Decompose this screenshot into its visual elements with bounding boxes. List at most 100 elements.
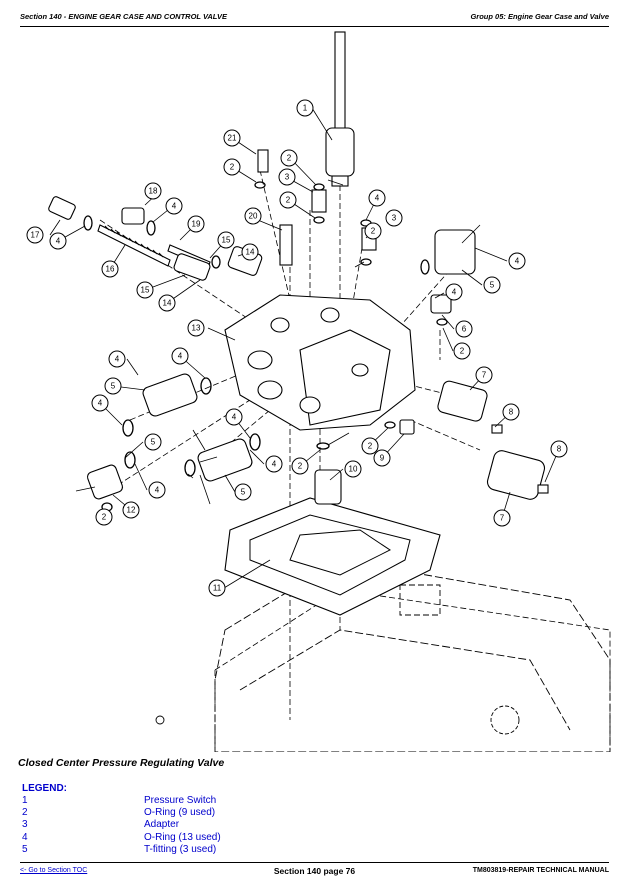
header-rule [20, 26, 609, 27]
svg-text:4: 4 [172, 202, 177, 211]
svg-text:3: 3 [392, 214, 397, 223]
figure-caption: Closed Center Pressure Regulating Valve [18, 757, 225, 769]
callout-19: 19 [187, 215, 205, 233]
callout-8: 8 [550, 440, 568, 458]
page-number: Section 140 page 76 [273, 866, 356, 876]
callout-2: 2 [291, 457, 309, 475]
callout-1: 1 [296, 99, 314, 117]
svg-text:2: 2 [287, 154, 292, 163]
svg-text:20: 20 [249, 212, 258, 221]
svg-text:9: 9 [380, 454, 385, 463]
callout-4: 4 [445, 283, 463, 301]
callout-14: 14 [158, 294, 176, 312]
callout-18: 18 [144, 182, 162, 200]
svg-text:2: 2 [460, 347, 465, 356]
svg-text:21: 21 [228, 134, 237, 143]
svg-text:4: 4 [98, 399, 103, 408]
svg-text:16: 16 [106, 265, 115, 274]
callout-14: 14 [241, 243, 259, 261]
svg-text:17: 17 [31, 231, 40, 240]
section-title: Section 140 - ENGINE GEAR CASE AND CONTR… [20, 12, 227, 21]
callout-4: 4 [165, 197, 183, 215]
svg-text:2: 2 [286, 196, 291, 205]
svg-text:4: 4 [115, 355, 120, 364]
svg-text:7: 7 [500, 514, 505, 523]
legend-item-description: O-Ring (9 used) [144, 807, 216, 819]
callout-16: 16 [101, 260, 119, 278]
svg-text:18: 18 [149, 187, 158, 196]
callout-3: 3 [385, 209, 403, 227]
svg-text:5: 5 [490, 281, 495, 290]
callout-4: 4 [108, 350, 126, 368]
callout-20: 20 [244, 207, 262, 225]
svg-text:19: 19 [192, 220, 201, 229]
svg-text:3: 3 [285, 173, 290, 182]
legend-item-number: 2 [22, 807, 28, 819]
callout-7: 7 [475, 366, 493, 384]
svg-text:1: 1 [303, 104, 308, 113]
callout-labels: 1 2 2 2 2 2 2 2 2 3 3 4 4 4 4 4 4 4 4 4 … [26, 99, 568, 597]
svg-text:2: 2 [102, 513, 107, 522]
callout-21: 21 [223, 129, 241, 147]
legend-item[interactable]: 4 O-Ring (13 used) [22, 832, 422, 844]
page-footer: <- Go to Section TOC Section 140 page 76… [20, 866, 609, 880]
svg-text:8: 8 [509, 408, 514, 417]
legend-item-number: 3 [22, 819, 28, 831]
svg-text:2: 2 [371, 227, 376, 236]
legend-item[interactable]: 1 Pressure Switch [22, 795, 422, 807]
callout-4: 4 [508, 252, 526, 270]
callout-2: 2 [280, 149, 298, 167]
legend-item-number: 4 [22, 831, 28, 843]
svg-text:12: 12 [127, 506, 136, 515]
callout-6: 6 [455, 320, 473, 338]
callout-15: 15 [217, 231, 235, 249]
legend-list: 1 Pressure Switch 2 O-Ring (9 used) 3 Ad… [22, 795, 422, 856]
svg-text:14: 14 [163, 299, 172, 308]
svg-text:4: 4 [375, 194, 380, 203]
legend-title: LEGEND: [22, 783, 67, 794]
svg-text:10: 10 [349, 465, 358, 474]
svg-text:15: 15 [222, 236, 231, 245]
callout-12: 12 [122, 501, 140, 519]
svg-text:6: 6 [462, 325, 467, 334]
callout-2: 2 [279, 191, 297, 209]
page-header: Section 140 - ENGINE GEAR CASE AND CONTR… [20, 12, 609, 26]
go-to-section-toc-link[interactable]: <- Go to Section TOC [20, 867, 88, 874]
callout-7: 7 [493, 509, 511, 527]
callout-15: 15 [136, 281, 154, 299]
legend-item-description: T-fitting (3 used) [144, 843, 217, 855]
callout-9: 9 [373, 449, 391, 467]
legend-item-number: 5 [22, 843, 28, 855]
svg-text:11: 11 [213, 584, 222, 593]
manual-title: TM803819-REPAIR TECHNICAL MANUAL [472, 867, 609, 874]
legend-item-number: 1 [22, 795, 28, 806]
legend-item[interactable]: 3 Adapter [22, 819, 422, 831]
callout-4: 4 [148, 481, 166, 499]
svg-text:5: 5 [241, 488, 246, 497]
svg-text:4: 4 [272, 460, 277, 469]
svg-text:15: 15 [141, 286, 150, 295]
gasket [224, 497, 441, 616]
svg-text:14: 14 [246, 248, 255, 257]
o-rings [83, 181, 448, 512]
callout-8: 8 [502, 403, 520, 421]
svg-text:4: 4 [56, 237, 61, 246]
svg-text:2: 2 [368, 442, 373, 451]
group-title: Group 05: Engine Gear Case and Valve [470, 12, 609, 21]
legend-item[interactable]: 2 O-Ring (9 used) [22, 807, 422, 819]
callout-2: 2 [364, 222, 382, 240]
callout-3: 3 [278, 168, 296, 186]
exploded-parts-diagram: 1 2 2 2 2 2 2 2 2 3 3 4 4 4 4 4 4 4 4 4 … [26, 31, 611, 752]
callout-5: 5 [144, 433, 162, 451]
legend-item[interactable]: 5 T-fitting (3 used) [22, 844, 422, 856]
callout-17: 17 [26, 226, 44, 244]
legend-item-description: Pressure Switch [144, 795, 217, 806]
callout-4: 4 [368, 189, 386, 207]
callout-4: 4 [265, 455, 283, 473]
svg-text:4: 4 [452, 288, 457, 297]
callout-4: 4 [49, 232, 67, 250]
callout-4: 4 [91, 394, 109, 412]
callout-2: 2 [361, 437, 379, 455]
svg-text:2: 2 [230, 163, 235, 172]
callout-11: 11 [208, 579, 226, 597]
